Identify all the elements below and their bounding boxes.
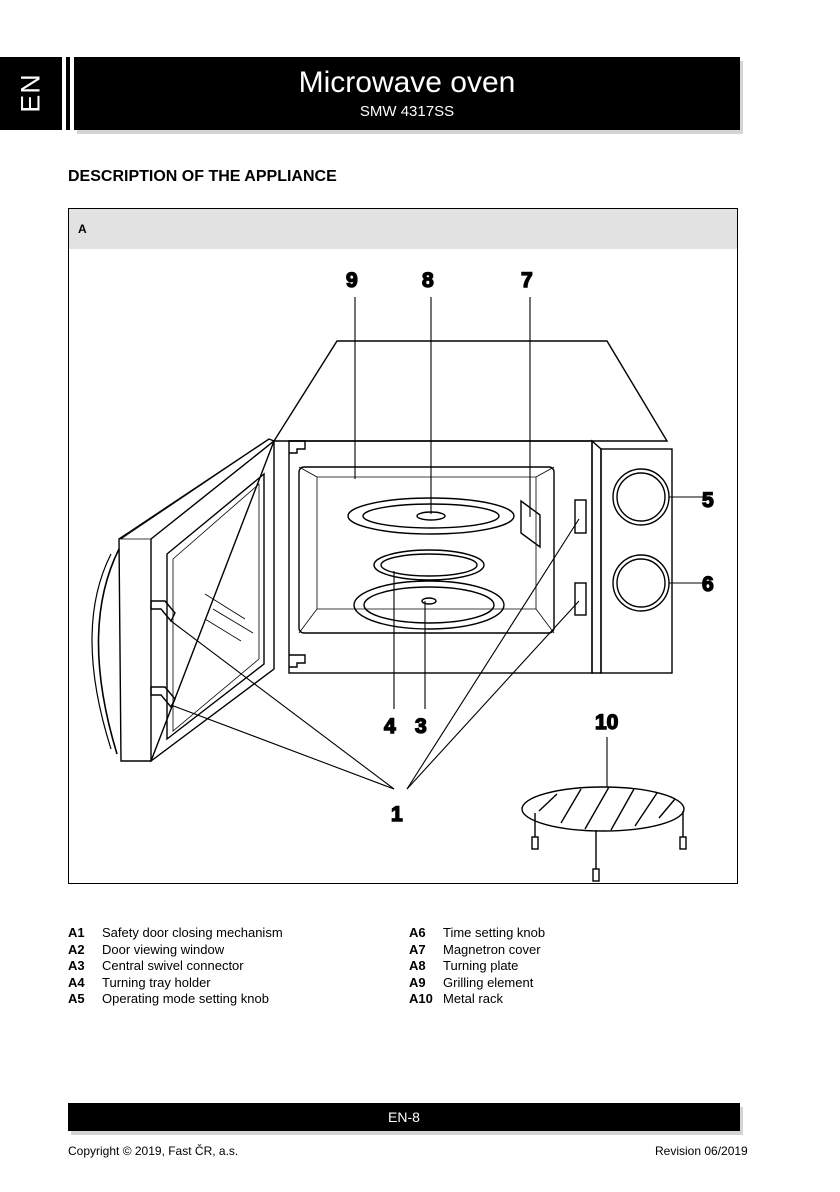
- leader-lines: [170, 297, 709, 790]
- figure-letter: A: [78, 222, 87, 236]
- oven-cavity: [298, 466, 555, 634]
- door-hook-top: [150, 600, 176, 623]
- turning-tray-holder: [373, 549, 485, 581]
- bottom-hinge: [289, 654, 306, 668]
- control-panel: [600, 448, 673, 674]
- mode-knob: [612, 468, 670, 526]
- callout-3: 3: [415, 715, 427, 738]
- callout-9: 9: [346, 269, 358, 292]
- model-number: SMW 4317SS: [359, 103, 455, 120]
- revision-label: Revision 06/2019: [655, 1144, 748, 1158]
- page-header: Microwave oven SMW 4317SS: [74, 57, 740, 130]
- page-number-bar: EN-8: [68, 1103, 740, 1131]
- figure-header-bar: A: [69, 209, 737, 249]
- time-knob: [612, 554, 670, 612]
- door-latch-top: [574, 499, 587, 534]
- page-number: EN-8: [388, 1109, 420, 1125]
- cabinet-top: [272, 340, 669, 442]
- callout-7: 7: [521, 269, 533, 292]
- callout-8: 8: [422, 269, 434, 292]
- door-viewing-window: [166, 472, 265, 741]
- copyright-notice: Copyright © 2019, Fast ČR, a.s.: [68, 1144, 239, 1158]
- callout-1: 1: [391, 803, 403, 826]
- appliance-diagram: A: [68, 208, 738, 884]
- door-hook-bottom: [150, 686, 176, 709]
- callout-4: 4: [384, 715, 396, 738]
- section-title: DESCRIPTION OF THE APPLIANCE: [68, 168, 337, 185]
- cabinet-front: [288, 440, 593, 674]
- top-hinge: [289, 440, 306, 454]
- control-panel-side: [591, 439, 602, 674]
- header-divider: [66, 57, 70, 130]
- language-tab-label: EN: [15, 73, 46, 113]
- metal-rack: [521, 786, 687, 882]
- language-tab: [0, 57, 62, 130]
- callout-5: 5: [702, 489, 714, 512]
- door-handle: [97, 548, 120, 755]
- turning-plate: [353, 580, 505, 630]
- callout-10: 10: [595, 711, 618, 734]
- door-latch-bottom: [574, 582, 587, 616]
- microwave-illustration: 9 8 7 5 6 4 3 10 1: [91, 268, 715, 882]
- door-outer: [118, 438, 275, 762]
- page-title: Microwave oven: [298, 66, 516, 99]
- magnetron-cover: [520, 499, 541, 549]
- cavity-back-wall: [316, 476, 537, 610]
- callout-6: 6: [702, 573, 714, 596]
